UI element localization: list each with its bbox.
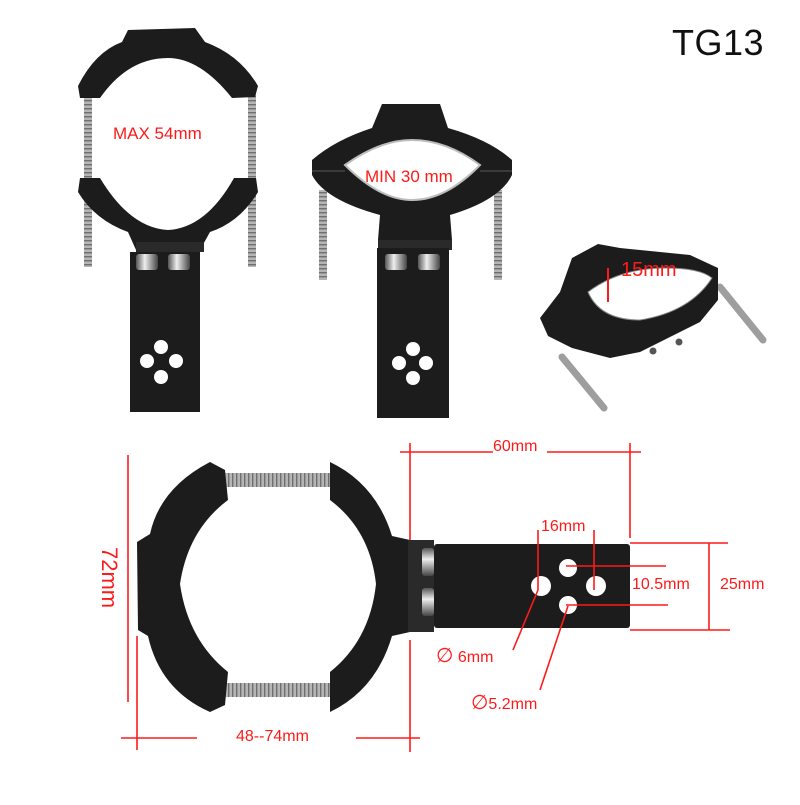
model-label: TG13: [672, 22, 765, 63]
hole-6mm: [531, 576, 551, 596]
bracket-width-label: 25mm: [720, 576, 765, 593]
bracket-plate: [377, 248, 449, 418]
screw-icon: [558, 353, 608, 412]
bracket-plate: [130, 252, 200, 412]
height-dimension-label: 72mm: [97, 547, 122, 609]
hole-spacing-vertical-label: 10.5mm: [632, 576, 690, 593]
screw-icon: [84, 82, 92, 267]
closed-clamp-view: [312, 104, 512, 418]
hole-6mm: [586, 576, 606, 596]
open-clamp-view: [78, 28, 258, 412]
screw-icon: [248, 82, 256, 267]
hole-5-2mm-label: ∅5.2mm: [471, 692, 538, 714]
max-diameter-label: MAX 54mm: [113, 124, 202, 143]
dimensioned-clamp-view: [137, 462, 630, 712]
bracket-length-label: 60mm: [493, 438, 538, 455]
nut-icon: [385, 254, 407, 270]
perspective-clamp-view: [540, 244, 767, 412]
screw-icon: [319, 190, 327, 280]
screw-icon: [225, 473, 330, 487]
min-diameter-label: MIN 30 mm: [365, 167, 453, 186]
screw-icon: [716, 283, 767, 344]
clamp-range-label: 48--74mm: [236, 728, 309, 745]
nut-icon: [422, 588, 434, 616]
hole-6mm-label: ∅ 6mm: [436, 645, 494, 667]
hole-5-2mm: [559, 559, 577, 577]
nut-icon: [422, 548, 434, 576]
nut-icon: [418, 254, 440, 270]
dimension-lines: [121, 443, 730, 752]
hole-spacing-horizontal-label: 16mm: [541, 518, 586, 535]
screw-icon: [225, 683, 330, 697]
diameter-icon: ∅: [436, 645, 454, 667]
screw-icon: [494, 190, 502, 280]
diameter-icon: ∅: [471, 692, 489, 714]
thickness-label: 15mm: [621, 259, 677, 281]
